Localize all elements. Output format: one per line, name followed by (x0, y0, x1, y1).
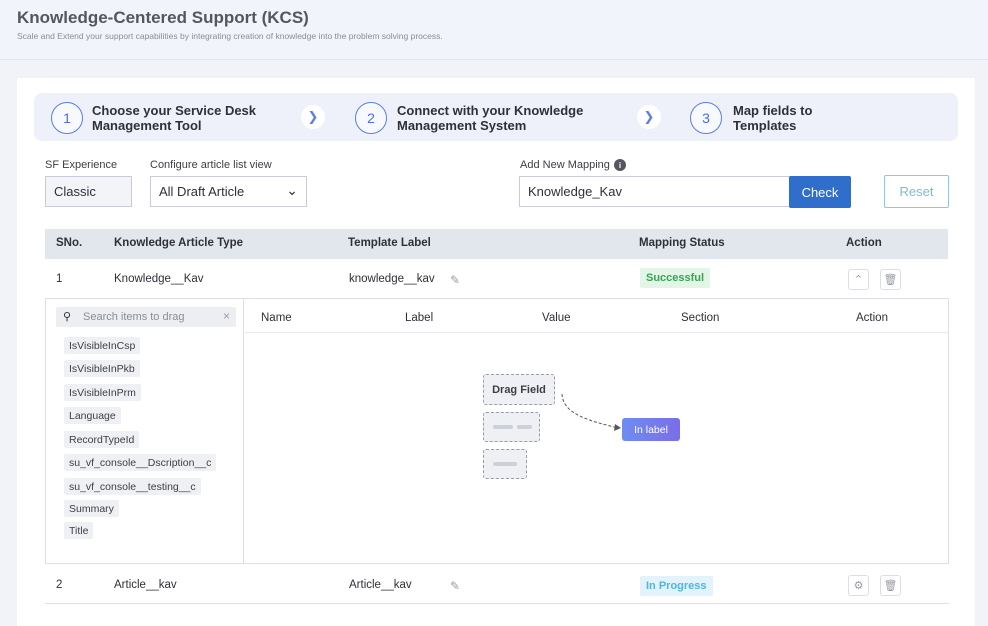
draggable-field[interactable]: RecordTypeId (64, 431, 140, 448)
placeholder-field (483, 449, 527, 479)
placeholder-field (483, 412, 540, 442)
mapping-table-header: Name Label Value Section Action (245, 303, 948, 333)
article-view-value: All Draft Article (159, 184, 245, 199)
trash-icon: 🗑 (883, 580, 898, 592)
step-1-label[interactable]: Choose your Service Desk Management Tool (92, 103, 257, 133)
column-header: Mapping Status (639, 237, 725, 249)
column-header: Knowledge Article Type (114, 237, 244, 249)
delete-button[interactable]: 🗑 (880, 269, 901, 290)
chevron-right-icon: ❯ (637, 105, 661, 129)
step-2-number[interactable]: 2 (355, 102, 387, 134)
check-button[interactable]: Check (789, 176, 851, 208)
chevron-right-icon: ❯ (301, 105, 325, 129)
table-header: SNo. Knowledge Article Type Template Lab… (45, 229, 948, 259)
draggable-field[interactable]: IsVisibleInPrm (64, 384, 141, 401)
draggable-field[interactable]: Language (64, 407, 121, 424)
page-header: Knowledge-Centered Support (KCS) Scale a… (0, 0, 988, 60)
column-header: Section (681, 312, 720, 324)
draggable-field[interactable]: IsVisibleInCsp (64, 337, 141, 354)
in-label-target: In label (622, 418, 680, 441)
search-placeholder: Search items to drag (83, 311, 185, 323)
row-divider (45, 603, 949, 604)
column-header: Label (405, 312, 434, 324)
drag-field-illustration: Drag Field (483, 374, 555, 405)
close-icon[interactable]: × (222, 309, 230, 323)
row-template-label: Article__kav (349, 579, 412, 591)
settings-button[interactable]: ⚙ (848, 575, 869, 596)
draggable-field[interactable]: Summary (64, 500, 119, 517)
search-icon: ⚲ (63, 311, 72, 323)
gear-icon: ⚙ (853, 580, 864, 592)
step-3-label[interactable]: Map fields to Templates (733, 103, 813, 133)
step-2-label[interactable]: Connect with your Knowledge Management S… (397, 103, 584, 133)
article-view-select[interactable]: All Draft Article ⌄ (150, 176, 307, 207)
info-icon[interactable]: i (614, 159, 626, 171)
row-template-label: knowledge__kav (349, 273, 435, 285)
drag-arrow-icon (561, 393, 621, 431)
delete-button[interactable]: 🗑 (880, 575, 901, 596)
add-mapping-label: Add New Mapping (520, 159, 610, 171)
collapse-button[interactable]: ⌃ (848, 269, 869, 290)
trash-icon: 🗑 (883, 274, 898, 286)
column-header: Action (846, 237, 882, 249)
setup-stepper (34, 93, 958, 141)
edit-pencil-icon[interactable]: ✎ (450, 579, 461, 593)
draggable-field[interactable]: su_vf_console__testing__c (64, 478, 201, 495)
edit-pencil-icon[interactable]: ✎ (450, 273, 461, 287)
chevron-down-icon: ⌄ (286, 182, 298, 198)
row-sno: 1 (56, 273, 63, 285)
page-title: Knowledge-Centered Support (KCS) (17, 8, 309, 27)
sf-experience-field[interactable]: Classic (45, 176, 132, 207)
sf-experience-label: SF Experience (45, 159, 118, 171)
search-input[interactable]: ⚲ Search items to drag × (56, 307, 236, 327)
draggable-field[interactable]: Title (64, 522, 94, 539)
column-header: Action (856, 312, 888, 324)
draggable-field[interactable]: IsVisibleInPkb (64, 360, 140, 377)
column-header: SNo. (56, 237, 83, 249)
column-header: Value (542, 312, 571, 324)
column-header: Name (261, 312, 292, 324)
chevron-up-icon: ⌃ (853, 274, 864, 286)
row-sno: 2 (56, 579, 63, 591)
reset-button[interactable]: Reset (884, 175, 949, 208)
step-3-number[interactable]: 3 (690, 102, 722, 134)
status-badge: In Progress (640, 576, 713, 596)
column-header: Template Label (348, 237, 431, 249)
page-subtitle: Scale and Extend your support capabiliti… (17, 31, 443, 41)
row-article-type: Article__kav (114, 579, 177, 591)
status-badge: Successful (640, 268, 711, 288)
draggable-field[interactable]: su_vf_console__Dscription__c (64, 454, 217, 471)
add-mapping-input[interactable]: Knowledge_Kav (519, 176, 791, 207)
step-1-number[interactable]: 1 (51, 102, 83, 134)
row-article-type: Knowledge__Kav (114, 273, 204, 285)
article-view-label: Configure article list view (150, 159, 272, 171)
